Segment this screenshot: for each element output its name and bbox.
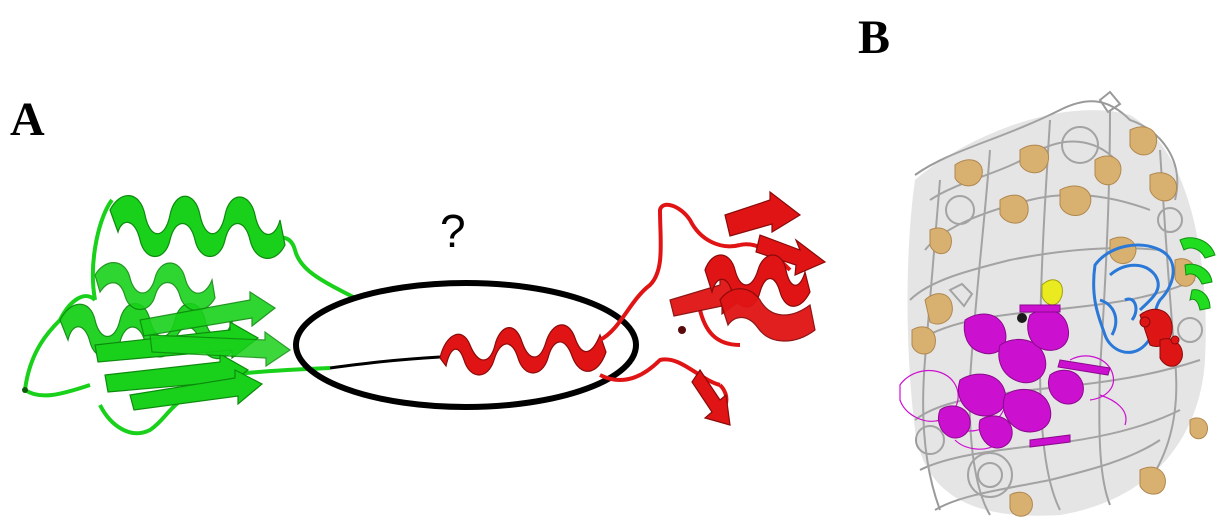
linker-chain	[330, 357, 440, 368]
panel-a-figure	[22, 192, 825, 433]
yellow-component	[1042, 280, 1062, 305]
question-mark-annotation: ?	[440, 208, 466, 254]
red-helix	[440, 325, 606, 375]
panel-b-figure	[900, 92, 1215, 516]
green-domain	[22, 196, 355, 434]
red-domain	[600, 192, 825, 425]
